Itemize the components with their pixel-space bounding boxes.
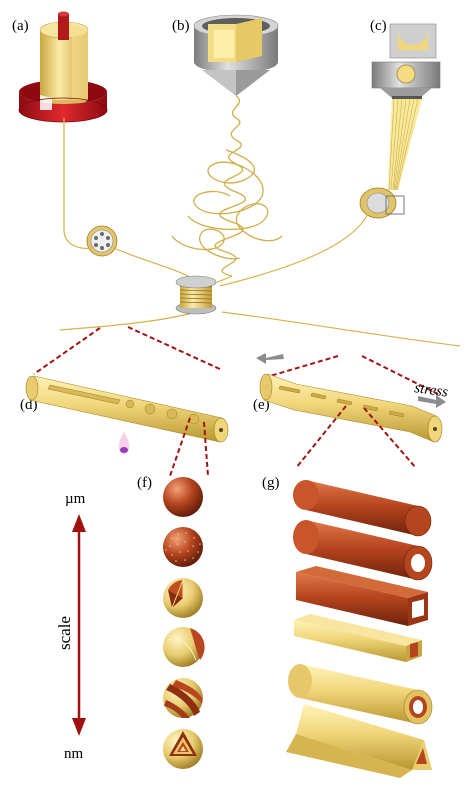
fiber-spool-left [86, 225, 118, 257]
fiber-segment-d [25, 375, 229, 454]
solid-cylinder [293, 480, 432, 537]
zoom-guides-bottom [169, 405, 417, 477]
melt-spinning-apparatus [359, 23, 441, 219]
triangular-prism [286, 704, 432, 778]
sphere-series-f [163, 477, 205, 769]
square-tube [296, 566, 428, 626]
sphere-striped [163, 678, 203, 718]
scale-arrow [72, 514, 86, 736]
panel-label-e: (e) [253, 397, 270, 413]
scale-label: scale [55, 616, 74, 650]
sphere-textured [163, 527, 203, 567]
sphere-copper [163, 477, 203, 517]
scale-bottom-label: nm [64, 746, 84, 762]
preform-heater-illustration [18, 11, 108, 123]
crucible-illustration [193, 14, 279, 96]
panel-label-d: (d) [20, 397, 38, 413]
hollow-tube [293, 520, 433, 581]
sphere-core-shell [163, 578, 203, 618]
panel-label-c: (c) [370, 18, 387, 34]
scale-top-label: µm [65, 491, 86, 507]
panel-label-f: (f) [137, 475, 152, 491]
gold-bar [294, 614, 422, 662]
zoom-guides-top [33, 326, 439, 395]
panel-label-a: (a) [12, 18, 29, 34]
coiled-fiber [171, 95, 283, 277]
gold-tube [288, 664, 433, 725]
fiber-paths [59, 118, 461, 347]
shape-series-g [286, 480, 433, 778]
stress-label: stress [413, 380, 449, 401]
sphere-janus [163, 627, 205, 667]
sphere-nested [163, 729, 203, 769]
fiber-segment-e [256, 353, 446, 443]
central-spool [175, 275, 217, 315]
panel-label-g: (g) [262, 475, 280, 491]
panel-label-b: (b) [172, 18, 190, 34]
